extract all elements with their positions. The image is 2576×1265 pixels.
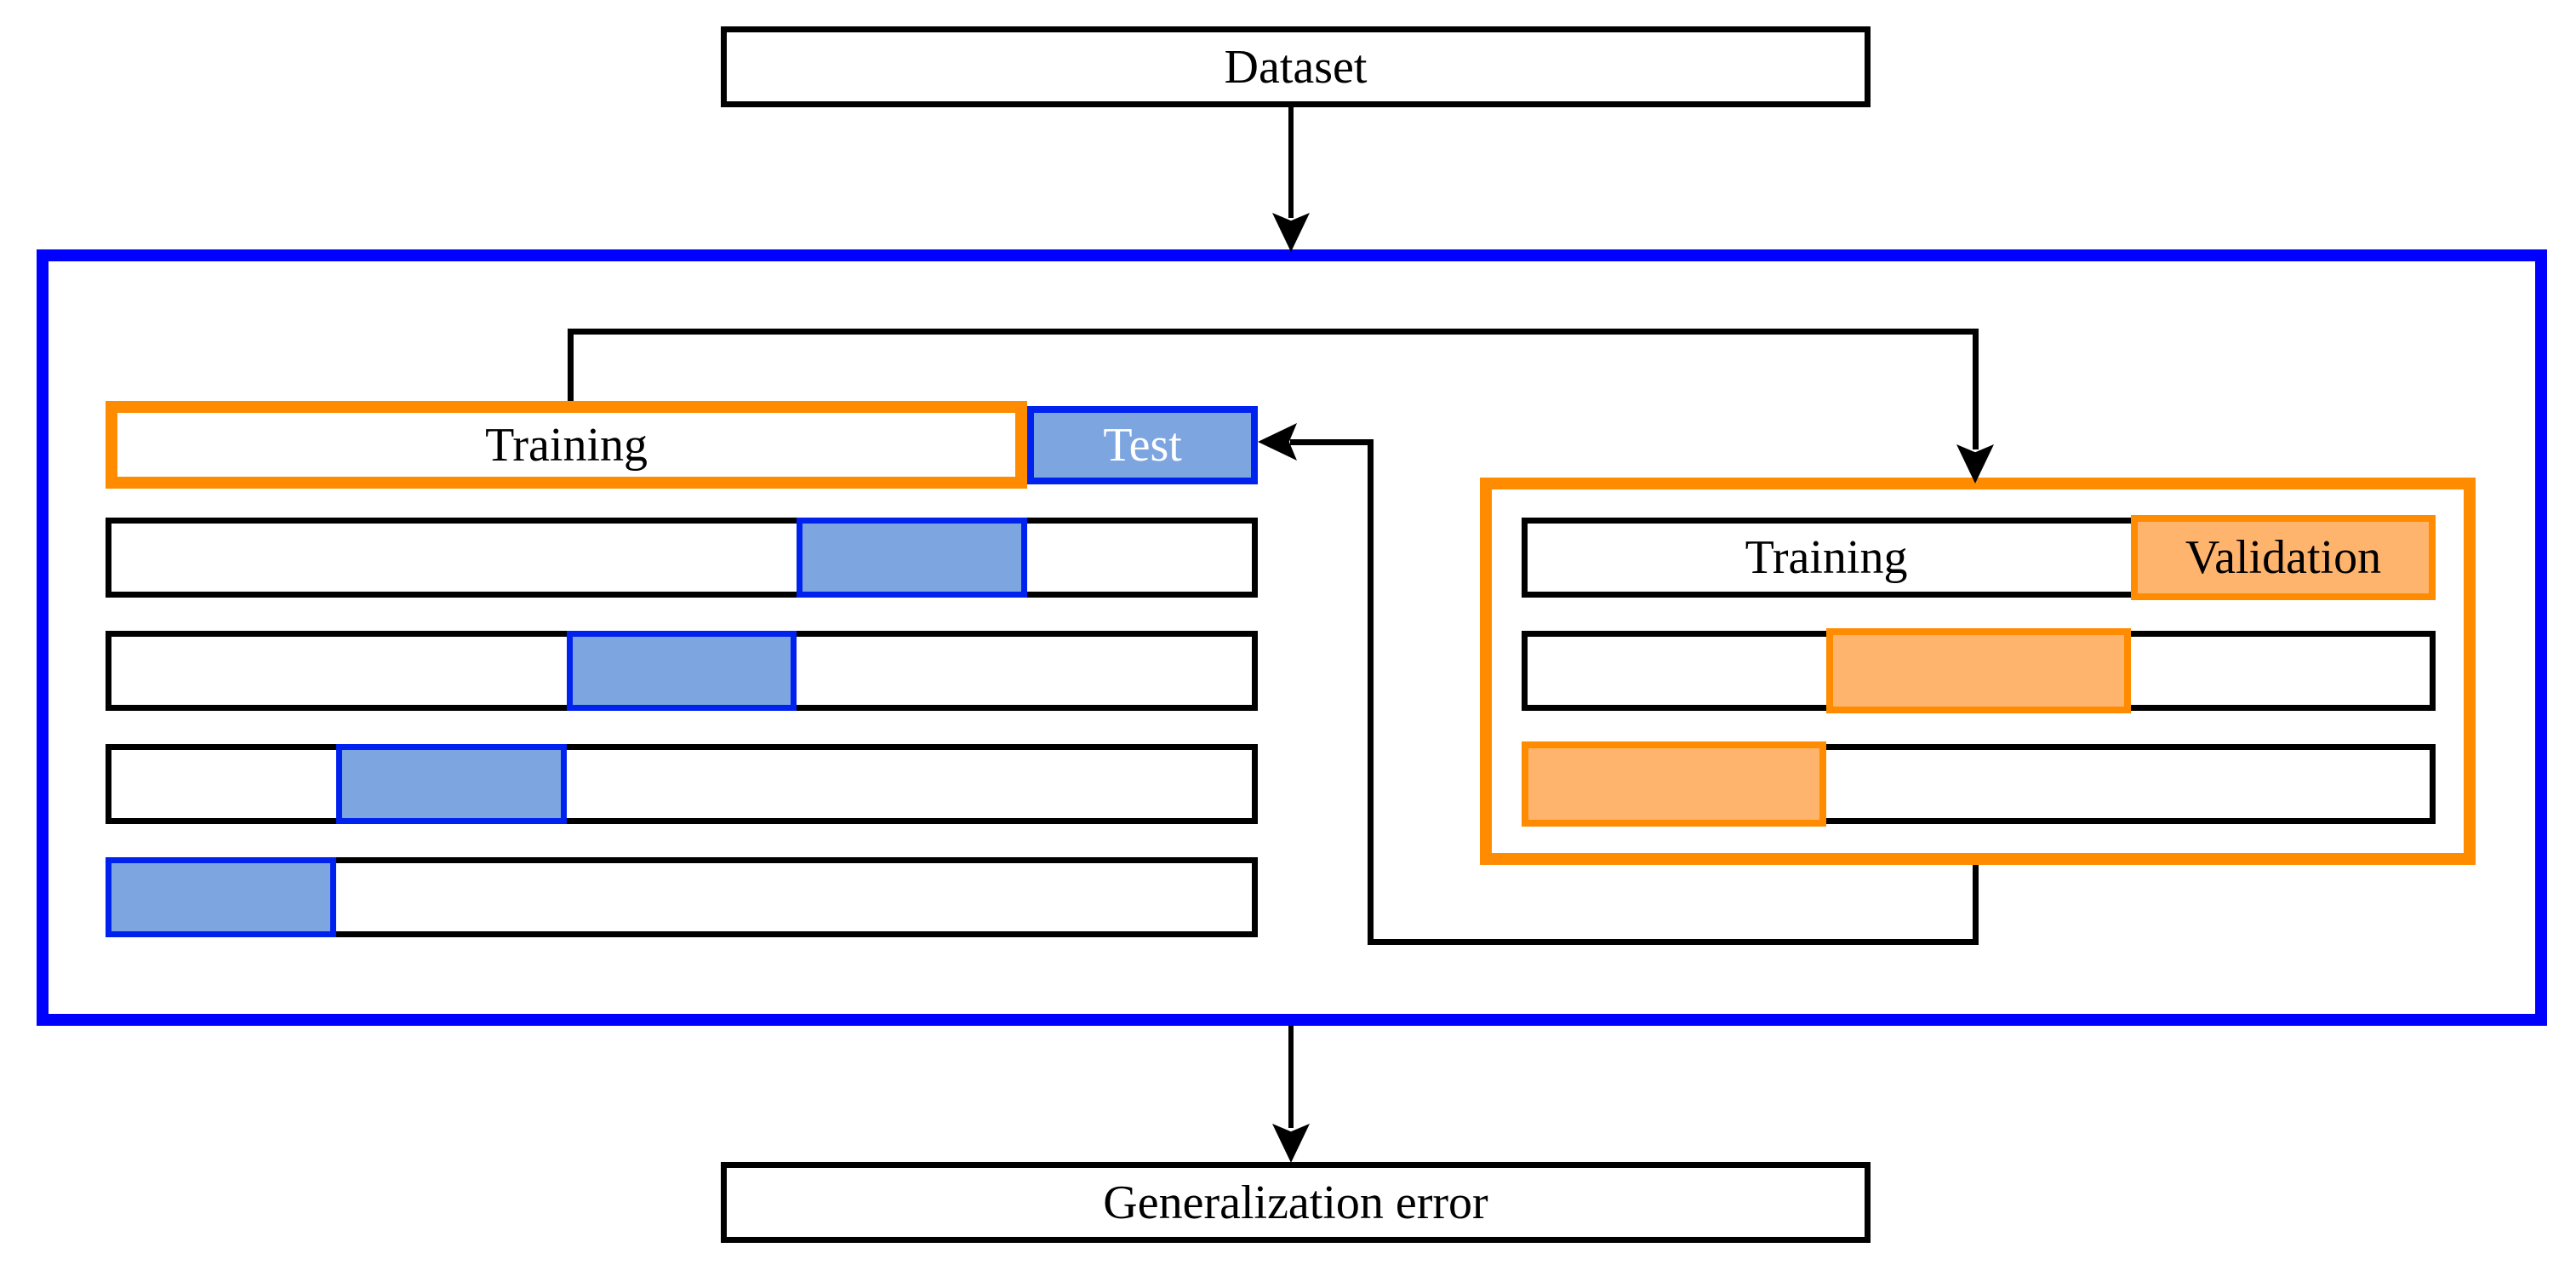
generalization-error-box: Generalization error <box>721 1162 1871 1243</box>
split-connector-left-vertical <box>568 329 574 407</box>
generalization-label: Generalization error <box>1103 1176 1488 1229</box>
validation-fold-segment: Validation <box>2131 515 2436 600</box>
loop-line-to-test <box>1290 439 1373 445</box>
outer-training-label: Training <box>485 418 648 472</box>
test-fold-segment <box>566 631 797 711</box>
test-label: Test <box>1103 419 1182 472</box>
split-connector-horizontal <box>568 329 1979 335</box>
outer-cv-loop-box <box>37 249 2547 1026</box>
inner-training-area: Training <box>1522 518 2131 598</box>
loop-line-right-vertical <box>1973 865 1979 945</box>
test-fold-segment <box>797 518 1028 598</box>
inner-cv-loop-box <box>1480 478 2476 865</box>
dataset-arrow-line <box>1288 107 1294 218</box>
outer-training-box: Training <box>106 401 1028 489</box>
generalization-arrowhead-icon <box>1272 1124 1310 1163</box>
validation-fold-segment <box>1825 628 2131 713</box>
validation-fold-segment <box>1522 741 1826 827</box>
loop-line-left-vertical <box>1368 439 1374 945</box>
test-fold-segment <box>335 744 567 824</box>
test-fold-segment <box>106 857 336 937</box>
inner-training-label: Training <box>1745 531 1908 584</box>
test-box: Test <box>1027 406 1258 484</box>
dataset-label: Dataset <box>1224 40 1368 94</box>
dataset-arrowhead-icon <box>1272 213 1310 252</box>
split-connector-right-vertical <box>1973 329 1979 449</box>
outer-fold-row-1 <box>106 518 1258 598</box>
outer-fold-row-3 <box>106 744 1258 824</box>
generalization-arrow-line <box>1288 1026 1294 1128</box>
validation-label: Validation <box>2185 531 2382 584</box>
dataset-box: Dataset <box>721 26 1871 107</box>
loop-line-bottom-horizontal <box>1368 939 1979 945</box>
